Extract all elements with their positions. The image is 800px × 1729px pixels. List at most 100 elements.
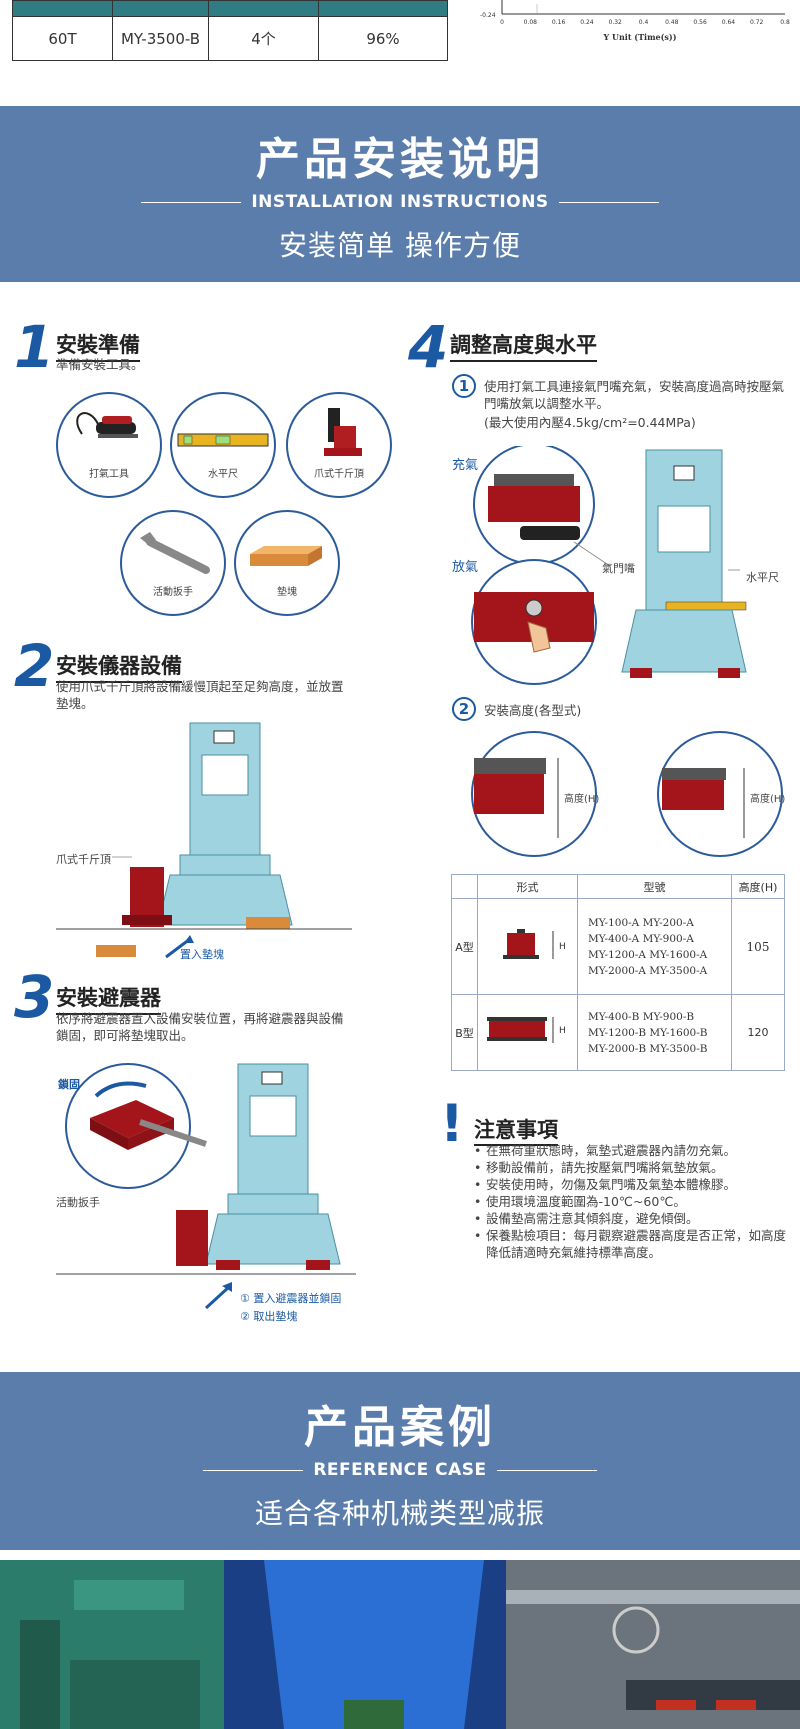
step3-title: 安裝避震器 — [56, 982, 161, 1015]
model-line: MY-400-A MY-900-A — [588, 932, 694, 945]
spec-cell-model: MY-3500-B — [112, 16, 209, 61]
step2-desc: 使用爪式千斤頂將設備緩慢頂起至足夠高度，並放置墊塊。 — [56, 679, 344, 711]
tool-wrench: 活動扳手 — [120, 510, 226, 616]
step3-desc: 依序將避震器置入設備安裝位置，再將避震器與設備鎖固，即可將墊塊取出。 — [56, 1011, 344, 1043]
spec-cell-efficiency: 96% — [318, 16, 448, 61]
table-row: B型 H MY-400-B MY-900-B MY-1200-B MY-1600… — [451, 994, 785, 1071]
level-label: 水平尺 — [746, 571, 779, 584]
list-item: 使用環境溫度範圍為-10℃~60℃。 — [474, 1193, 790, 1210]
tool-block: 墊塊 — [234, 510, 340, 616]
list-item: 保養點檢項目：每月觀察避震器高度是否正常，如高度降低請適時充氣維持標準高度。 — [474, 1227, 790, 1261]
step1-number: 1 — [14, 313, 55, 381]
table-header-row: 形式 型號 高度(H) — [451, 874, 785, 899]
case-subtitle: 适合各种机械类型减振 — [254, 1497, 545, 1530]
valve-label: 氣門嘴 — [602, 562, 635, 575]
height-label-a: 高度(H) — [564, 794, 600, 805]
warning-icon: ! — [440, 1094, 464, 1154]
h-mark: H — [559, 942, 566, 952]
row-image: H — [477, 994, 578, 1071]
step4-title: 調整高度與水平 — [450, 329, 597, 362]
row-type: A型 — [451, 898, 478, 995]
model-line: MY-1200-A MY-1600-A — [588, 948, 708, 961]
table-row: A型 H MY-100-A MY-200-A MY-400-A MY-900-A… — [451, 898, 785, 995]
row-image: H — [477, 898, 578, 995]
install-banner: 产品安装说明 INSTALLATION INSTRUCTIONS 安装简单 操作… — [0, 106, 800, 282]
tool-pump: 打氣工具 — [56, 392, 162, 498]
chart-y-tick: -0.24 — [480, 12, 496, 19]
model-line: MY-2000-B MY-3500-B — [588, 1042, 708, 1055]
chart-x-label: Y Unit (Time(s)) — [603, 32, 677, 42]
chart-x-tick-label: 0.24 — [580, 19, 594, 26]
step3-wrench-label: 活動扳手 — [56, 1196, 100, 1209]
step1-desc: 準備安裝工具。 — [56, 357, 144, 372]
machine-photo — [0, 1560, 224, 1729]
row-models: MY-400-B MY-900-B MY-1200-B MY-1600-B MY… — [577, 994, 732, 1071]
step4-illustration — [471, 446, 747, 685]
height-label-b: 高度(H) — [750, 794, 786, 805]
step2-title: 安裝儀器設備 — [56, 650, 182, 683]
tool-label: 墊塊 — [277, 587, 297, 598]
step2-illustration — [56, 722, 352, 959]
table-row: 60T MY-3500-B 4个 96% — [12, 16, 448, 61]
tool-label: 水平尺 — [208, 469, 238, 480]
wood-block-icon — [250, 546, 322, 566]
list-item: 在無荷重狀態時，氣墊式避震器內請勿充氣。 — [474, 1142, 790, 1159]
case-photo-1 — [0, 1560, 224, 1729]
chart-x-tick-label: 0.08 — [524, 19, 538, 26]
model-line: MY-400-B MY-900-B — [588, 1010, 695, 1023]
tool-level: 水平尺 — [170, 392, 276, 498]
machine-photo — [224, 1560, 506, 1729]
list-item: 移動設備前，請先按壓氣門嘴將氣墊放氣。 — [474, 1159, 790, 1176]
col-header-model: 型號 — [577, 874, 732, 899]
chart-x-tick-label: 0.8 — [780, 19, 790, 26]
spec-cell-count: 4个 — [208, 16, 319, 61]
tool-label: 打氣工具 — [89, 469, 129, 480]
install-subtitle: 安装简单 操作方便 — [279, 229, 521, 262]
list-item: 安裝使用時，勿傷及氣門嘴及氣墊本體橡膠。 — [474, 1176, 790, 1193]
chart-x-tick-label: 0.32 — [609, 19, 623, 26]
row-height: 120 — [731, 994, 785, 1071]
arrow-icon — [204, 1282, 232, 1310]
claw-jack-icon — [324, 408, 362, 456]
model-line: MY-100-A MY-200-A — [588, 916, 694, 929]
col-header-height: 高度(H) — [731, 874, 785, 899]
step4-sub2-number: 2 — [452, 697, 476, 721]
model-line: MY-1200-B MY-1600-B — [588, 1026, 708, 1039]
model-table: 形式 型號 高度(H) A型 H MY-100-A MY-200-A MY-40… — [451, 874, 785, 1071]
col-header-type: 形式 — [477, 874, 578, 899]
model-line: MY-2000-A MY-3500-A — [588, 964, 708, 977]
chart-x-tick-label: 0.16 — [552, 19, 566, 26]
step3-number: 3 — [14, 963, 55, 1031]
spec-cell-tonnage: 60T — [12, 16, 113, 61]
chart-x-tick-label: 0.4 — [639, 19, 649, 26]
case-photo-2 — [224, 1560, 506, 1729]
row-type: B型 — [451, 994, 478, 1071]
step4-number: 4 — [408, 313, 449, 381]
chart-x-tick-label: 0.64 — [722, 19, 736, 26]
case-title: 产品案例 — [304, 1402, 496, 1453]
chart-x-tick-label: 0.72 — [750, 19, 764, 26]
step2-jack-label: 爪式千斤頂 — [56, 853, 111, 866]
inflate-label: 充氣 — [452, 458, 479, 473]
step4-sub1-note: (最大使用內壓4.5kg/cm²=0.44MPa) — [484, 415, 696, 430]
h-mark: H — [559, 1026, 566, 1036]
damper-b-icon: H — [486, 1017, 566, 1043]
install-title: 产品安装说明 — [256, 134, 544, 185]
step3-lock-label: 鎖固 — [58, 1078, 80, 1091]
chart-x-tick-label: 0.48 — [665, 19, 679, 26]
list-item: 設備墊高需注意其傾斜度，避免傾倒。 — [474, 1210, 790, 1227]
deflate-label: 放氣 — [452, 560, 479, 575]
step4-sub2-text: 安裝高度(各型式) — [484, 703, 582, 718]
notes-list: 在無荷重狀態時，氣墊式避震器內請勿充氣。 移動設備前，請先按壓氣門嘴將氣墊放氣。… — [474, 1142, 790, 1261]
foot-pump-icon — [76, 412, 138, 438]
step3-arrow-label-1: ① 置入避震器並鎖固 — [240, 1292, 342, 1305]
row-models: MY-100-A MY-200-A MY-400-A MY-900-A MY-1… — [577, 898, 732, 995]
case-en-title: REFERENCE CASE — [313, 1460, 487, 1480]
step4-sub1-text: 使用打氣工具連接氣門嘴充氣，安裝高度過高時按壓氣門嘴放氣以調整水平。 — [484, 379, 785, 411]
machine-photo — [506, 1560, 800, 1729]
step2-arrow-label: 置入墊塊 — [180, 948, 224, 961]
damper-a-icon: H — [502, 929, 566, 959]
step4-sub1-number: 1 — [452, 374, 476, 398]
